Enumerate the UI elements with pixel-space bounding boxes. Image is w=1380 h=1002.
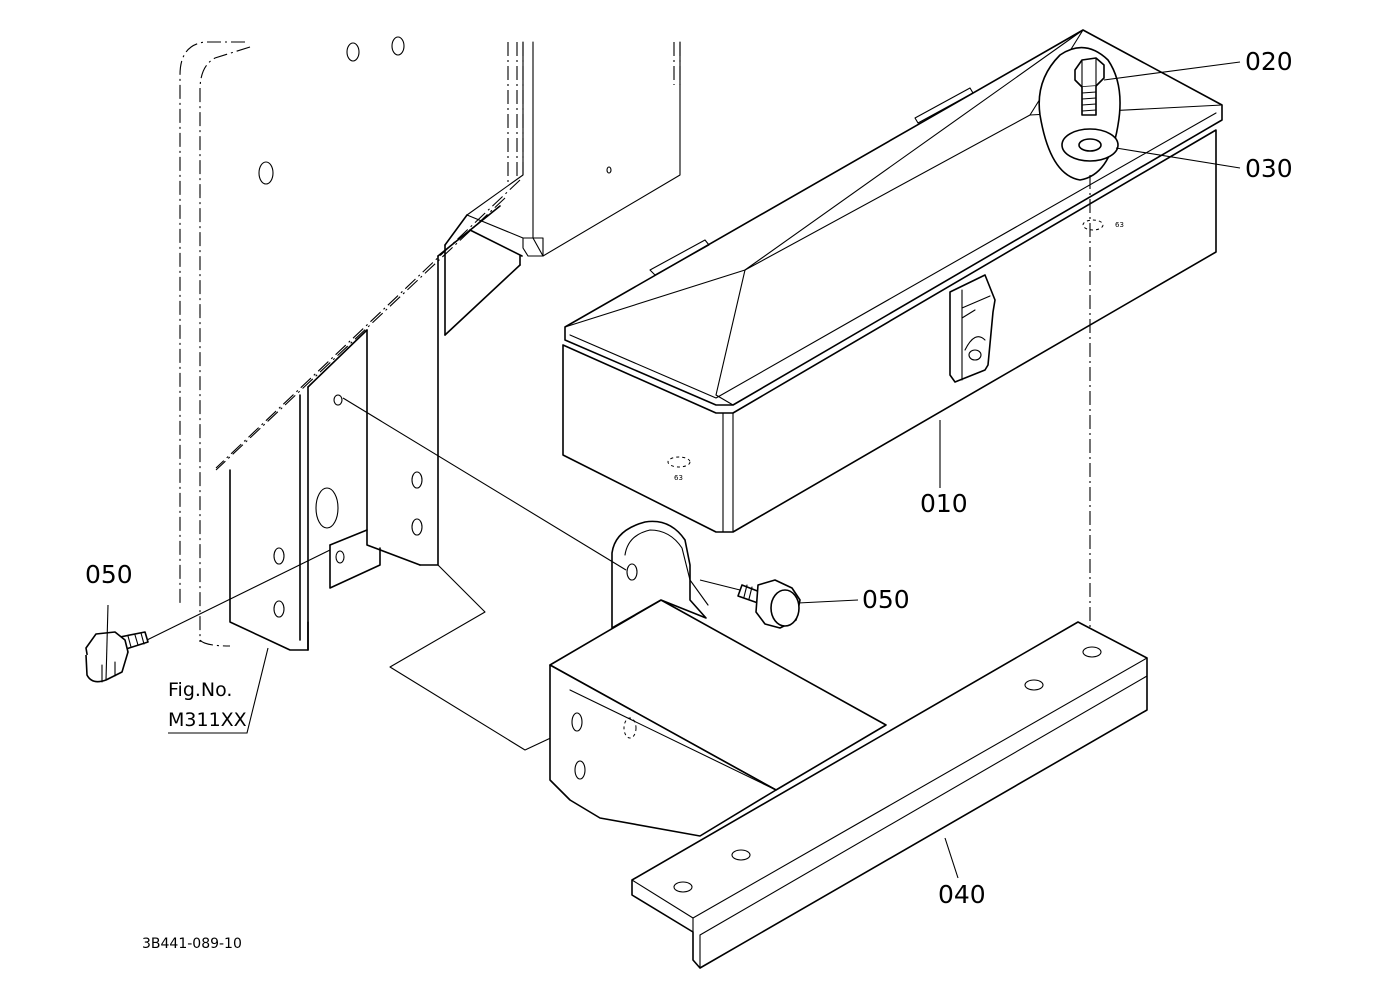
callout-040: 040 bbox=[938, 880, 986, 909]
callout-010: 010 bbox=[920, 489, 968, 518]
assembly-lines bbox=[146, 397, 741, 641]
figure-reference-line1: Fig.No. bbox=[168, 679, 232, 701]
hole-mark-back: 63 bbox=[1115, 221, 1124, 229]
washer-030 bbox=[1061, 128, 1119, 162]
frame-assembly bbox=[179, 36, 681, 751]
leader-lines bbox=[105, 61, 1241, 879]
bolt-050-left bbox=[85, 631, 149, 683]
callout-030: 030 bbox=[1245, 154, 1293, 183]
tool-box: 63 63 bbox=[562, 29, 1223, 533]
figure-reference-line2: M311XX bbox=[168, 709, 247, 731]
hole-mark-side: 63 bbox=[674, 474, 683, 482]
callout-020: 020 bbox=[1245, 47, 1293, 76]
bolt-020 bbox=[1074, 57, 1105, 116]
drawing-number: 3B441-089-10 bbox=[142, 936, 242, 952]
mount-bracket bbox=[549, 520, 1148, 969]
callout-050-left: 050 bbox=[85, 560, 133, 589]
bolt-050-right bbox=[737, 579, 801, 629]
callout-050-right: 050 bbox=[862, 585, 910, 614]
